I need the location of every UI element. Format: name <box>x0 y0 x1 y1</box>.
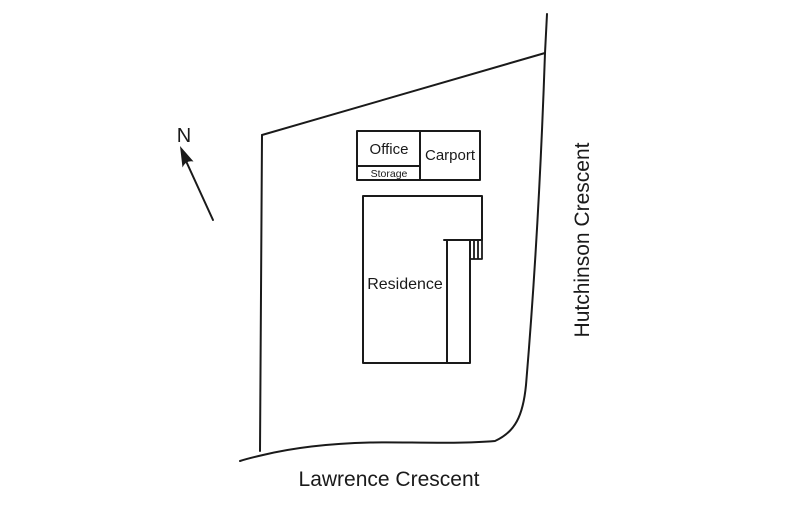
storage-label: Storage <box>371 168 408 180</box>
boundary-top-line <box>261 52 546 136</box>
carport-label: Carport <box>425 147 476 164</box>
street-label-lawrence: Lawrence Crescent <box>299 468 480 491</box>
office-label: Office <box>370 141 409 158</box>
residence-steps <box>469 239 483 260</box>
north-arrow-head-icon <box>180 146 194 168</box>
carport-outline <box>419 130 481 181</box>
street-curve <box>239 13 548 462</box>
north-arrow-shaft <box>185 160 214 221</box>
street-label-hutchinson: Hutchinson Crescent <box>571 142 594 337</box>
residence-outline <box>362 195 483 364</box>
labels: N Office Carport Storage Residence Lawre… <box>177 125 594 491</box>
linework <box>185 13 548 462</box>
boundary-left-line <box>259 134 263 452</box>
residence-label: Residence <box>367 276 443 293</box>
north-label: N <box>177 125 191 147</box>
